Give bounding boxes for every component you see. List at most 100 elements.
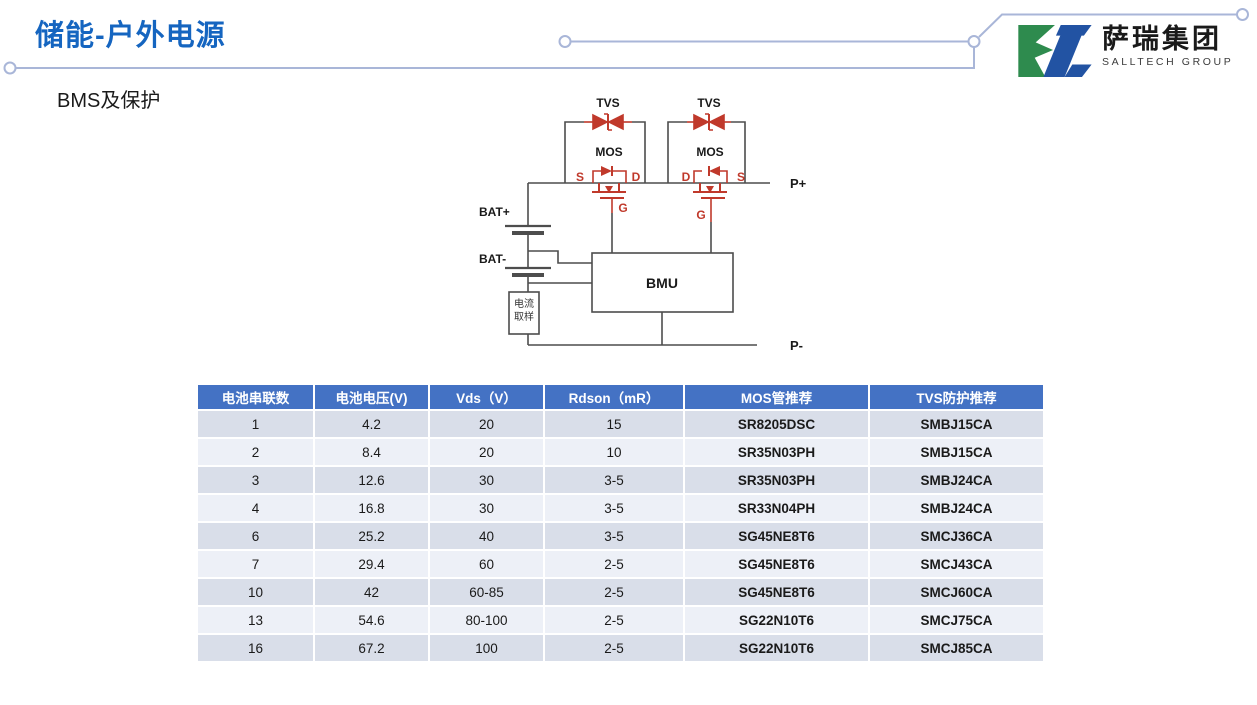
cell-voltage: 16.8 [313,493,430,523]
source-label: S [737,170,745,184]
mos-tvs-recommendation-table: 电池串联数 电池电压(V) Vds（V） Rdson（mR） MOS管推荐 TV… [196,383,1045,663]
cell-vds: 100 [428,633,545,663]
tvs-label-left: TVS [596,96,619,110]
cell-voltage: 8.4 [313,437,430,467]
bat-plus-label: BAT+ [479,205,510,219]
cell-rdson: 2-5 [543,633,685,663]
cell-tvs-part: SMBJ24CA [868,493,1045,523]
cell-mos-part: SG45NE8T6 [683,577,870,607]
table-row: 3 12.6 30 3-5 SR35N03PH SMBJ24CA [196,465,1045,495]
cell-voltage: 4.2 [313,409,430,439]
cell-mos-part: SG45NE8T6 [683,549,870,579]
cell-vds: 40 [428,521,545,551]
table-row: 1 4.2 20 15 SR8205DSC SMBJ15CA [196,409,1045,439]
mos-label-right: MOS [696,145,723,159]
cell-series: 1 [196,409,315,439]
cell-vds: 60 [428,549,545,579]
cell-mos-part: SG22N10T6 [683,633,870,663]
cell-tvs-part: SMCJ75CA [868,605,1045,635]
cell-rdson: 3-5 [543,521,685,551]
cell-voltage: 25.2 [313,521,430,551]
mos-label-left: MOS [595,145,622,159]
cell-rdson: 3-5 [543,465,685,495]
cell-series: 13 [196,605,315,635]
header-cell-rdson: Rdson（mR） [543,383,685,411]
cell-series: 3 [196,465,315,495]
cell-rdson: 2-5 [543,577,685,607]
cell-mos-part: SG45NE8T6 [683,521,870,551]
table-row: 2 8.4 20 10 SR35N03PH SMBJ15CA [196,437,1045,467]
header-cell-tvs-recommend: TVS防护推荐 [868,383,1045,411]
source-label: S [576,170,584,184]
cell-rdson: 10 [543,437,685,467]
battery-icon [505,224,551,277]
header-cell-mos-recommend: MOS管推荐 [683,383,870,411]
cell-rdson: 2-5 [543,605,685,635]
table-row: 4 16.8 30 3-5 SR33N04PH SMBJ24CA [196,493,1045,523]
table-header-row: 电池串联数 电池电压(V) Vds（V） Rdson（mR） MOS管推荐 TV… [196,383,1045,411]
cell-series: 6 [196,521,315,551]
cell-voltage: 54.6 [313,605,430,635]
cell-rdson: 3-5 [543,493,685,523]
table-row: 16 67.2 100 2-5 SG22N10T6 SMCJ85CA [196,633,1045,663]
cell-tvs-part: SMCJ60CA [868,577,1045,607]
cell-vds: 20 [428,437,545,467]
cell-voltage: 67.2 [313,633,430,663]
gate-label: G [618,201,627,215]
tvs-diode-right-icon [687,113,731,131]
table-row: 13 54.6 80-100 2-5 SG22N10T6 SMCJ75CA [196,605,1045,635]
cell-mos-part: SR35N03PH [683,437,870,467]
header-cell-vds: Vds（V） [428,383,545,411]
cell-vds: 60-85 [428,577,545,607]
bat-minus-label: BAT- [479,252,506,266]
cell-vds: 30 [428,465,545,495]
current-sense-label-line1: 电流 [514,297,534,310]
cell-rdson: 15 [543,409,685,439]
cell-series: 7 [196,549,315,579]
cell-vds: 20 [428,409,545,439]
header-cell-series-count: 电池串联数 [196,383,315,411]
table-row: 6 25.2 40 3-5 SG45NE8T6 SMCJ36CA [196,521,1045,551]
bmu-label: BMU [646,275,678,291]
tvs-label-right: TVS [697,96,720,110]
cell-series: 4 [196,493,315,523]
cell-voltage: 12.6 [313,465,430,495]
slide-title: 储能-户外电源 [35,20,226,52]
cell-voltage: 42 [313,577,430,607]
brand-name-en: SALLTECH GROUP [1102,56,1234,69]
cell-mos-part: SR33N04PH [683,493,870,523]
p-plus-label: P+ [790,176,807,191]
cell-vds: 30 [428,493,545,523]
brand-logo: 萨瑞集团 SALLTECH GROUP [1016,24,1233,78]
header-cell-voltage: 电池电压(V) [313,383,430,411]
mosfet-left-icon [592,166,627,213]
table-row: 10 42 60-85 2-5 SG45NE8T6 SMCJ60CA [196,577,1045,607]
cell-vds: 80-100 [428,605,545,635]
cell-tvs-part: SMBJ15CA [868,437,1045,467]
cell-tvs-part: SMBJ15CA [868,409,1045,439]
gate-label: G [696,208,705,222]
mosfet-right-icon [693,166,728,222]
cell-rdson: 2-5 [543,549,685,579]
drain-label: D [632,170,641,184]
circuit-wires [527,121,770,346]
tvs-diode-left-icon [584,113,632,131]
bmu-box [591,252,734,313]
section-subtitle: BMS及保护 [57,90,161,112]
cell-tvs-part: SMBJ24CA [868,465,1045,495]
current-sense-box [508,291,540,335]
cell-series: 16 [196,633,315,663]
cell-tvs-part: SMCJ85CA [868,633,1045,663]
cell-mos-part: SR8205DSC [683,409,870,439]
table-row: 7 29.4 60 2-5 SG45NE8T6 SMCJ43CA [196,549,1045,579]
p-minus-label: P- [790,338,803,353]
cell-voltage: 29.4 [313,549,430,579]
salltech-logo-icon [1018,24,1092,78]
current-sense-label-line2: 取样 [514,310,534,323]
cell-mos-part: SR35N03PH [683,465,870,495]
cell-tvs-part: SMCJ36CA [868,521,1045,551]
cell-series: 10 [196,577,315,607]
drain-label: D [682,170,691,184]
